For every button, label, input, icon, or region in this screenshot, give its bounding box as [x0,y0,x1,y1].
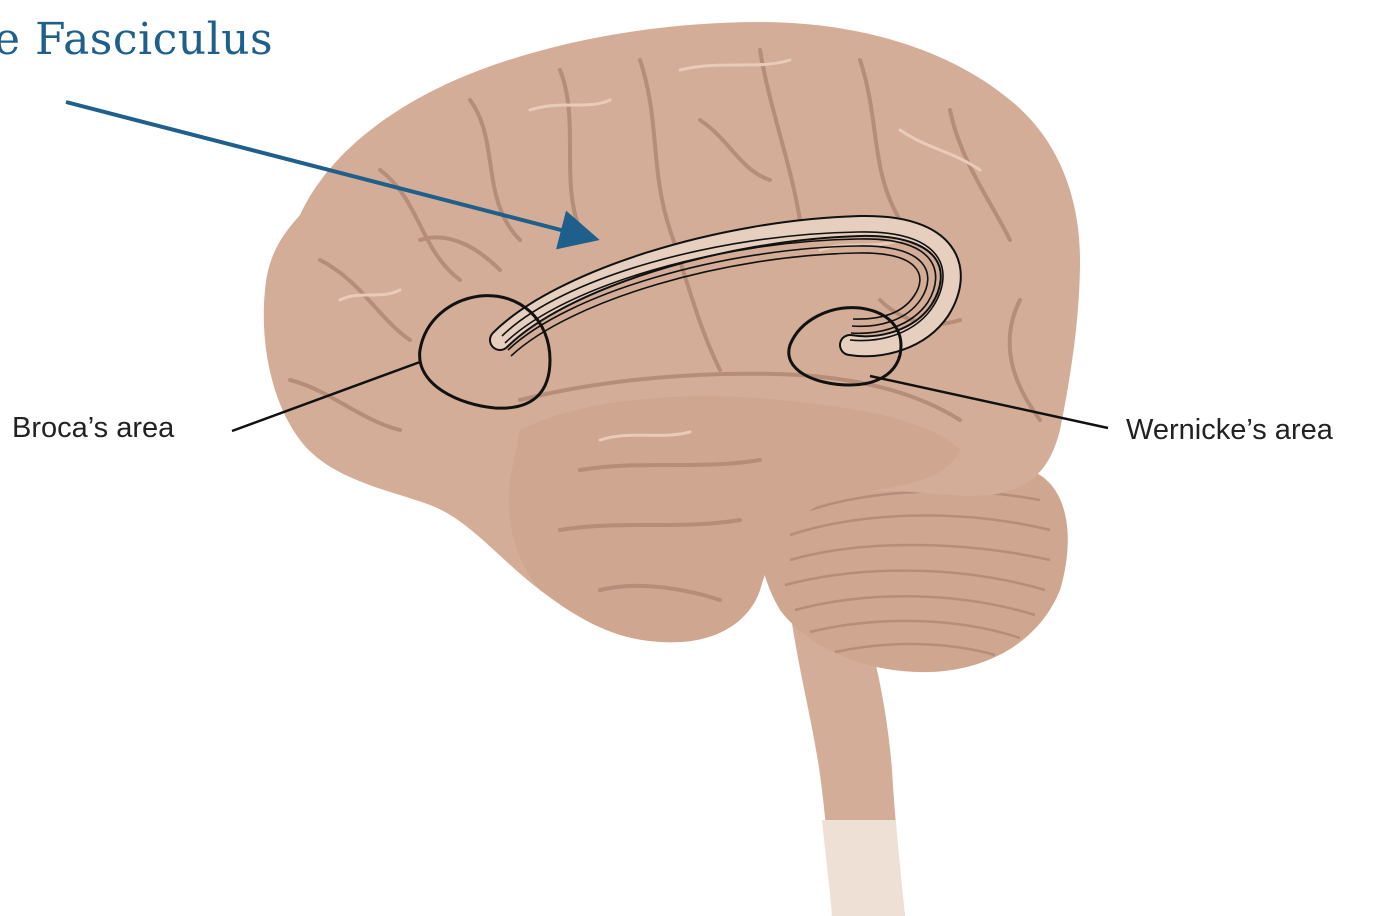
wernicke-area-label: Wernicke’s area [1126,414,1333,447]
broca-area-label: Broca’s area [12,412,174,445]
brain-stem-fade [822,820,905,916]
fasciculus-title: e Fasciculus [0,14,273,65]
